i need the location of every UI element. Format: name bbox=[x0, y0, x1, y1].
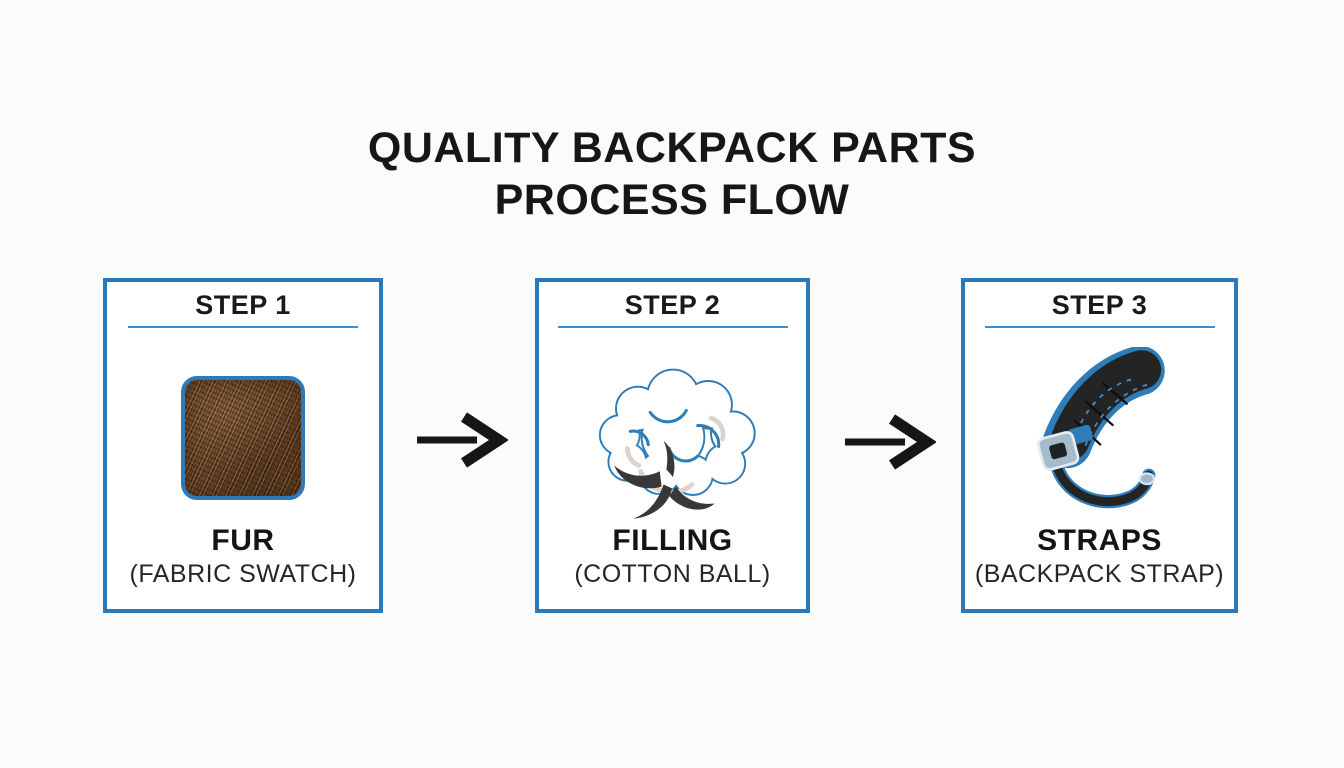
backpack-strap-icon bbox=[1036, 347, 1165, 509]
step-3-header: STEP 3 bbox=[1051, 290, 1148, 320]
step-1-item-detail: (FABRIC SWATCH) bbox=[129, 560, 357, 588]
step-2-box: STEP 2 bbox=[535, 278, 810, 613]
step-2-underline bbox=[557, 326, 788, 328]
cotton-ball-icon bbox=[598, 368, 756, 519]
step-1-box: STEP 1 FUR (FABRIC SWATCH) bbox=[103, 278, 383, 613]
step-3-item-detail: (BACKPACK STRAP) bbox=[974, 560, 1225, 588]
step-3-item-name: STRAPS bbox=[1037, 524, 1162, 557]
step-1-caption: FUR (FABRIC SWATCH) bbox=[107, 523, 379, 589]
step-2-header: STEP 2 bbox=[624, 290, 721, 320]
step-2-caption: FILLING (COTTON BALL) bbox=[539, 523, 806, 589]
step-1-header: STEP 1 bbox=[195, 290, 291, 320]
page-title: QUALITY BACKPACK PARTS PROCESS FLOW bbox=[0, 122, 1344, 226]
step-2-icon-area bbox=[539, 348, 806, 528]
step-1-item-name: FUR bbox=[211, 524, 275, 557]
arrow-right-icon bbox=[417, 412, 508, 468]
step-1-icon-area bbox=[107, 348, 379, 528]
page-title-line2: PROCESS FLOW bbox=[494, 176, 850, 224]
step-2-item-detail: (COTTON BALL) bbox=[574, 560, 771, 588]
step-3-underline bbox=[984, 326, 1215, 328]
arrow-right-icon bbox=[845, 414, 936, 470]
step-1-underline bbox=[128, 326, 358, 328]
step-3-icon-area bbox=[965, 347, 1234, 528]
step-3-box: STEP 3 bbox=[961, 278, 1238, 613]
step-2-item-name: FILLING bbox=[612, 524, 733, 557]
page-title-line1: QUALITY BACKPACK PARTS bbox=[367, 124, 977, 172]
step-3-caption: STRAPS (BACKPACK STRAP) bbox=[965, 523, 1234, 589]
fur-swatch-icon bbox=[181, 376, 305, 500]
